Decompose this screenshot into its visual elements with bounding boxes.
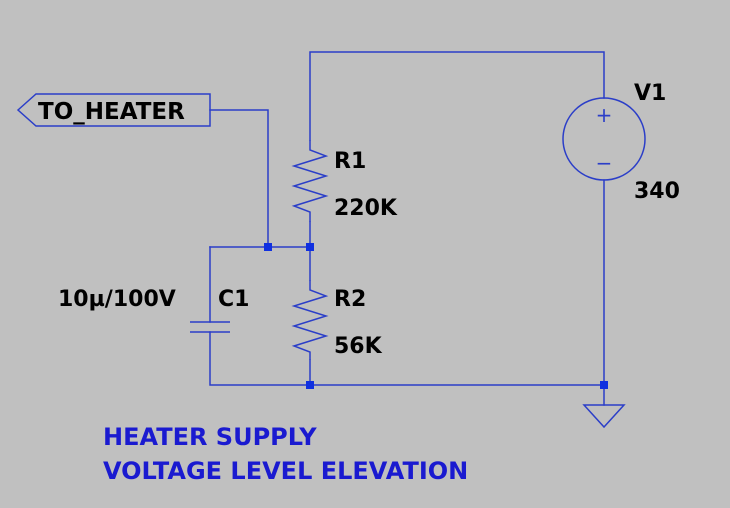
node-ground — [600, 381, 608, 389]
r1-ref: R1 — [334, 149, 366, 174]
node-netlabel — [264, 243, 272, 251]
wires — [209, 51, 605, 406]
net-label-text: TO_HEATER — [38, 99, 185, 125]
resistor-r2: R2 56K — [291, 280, 383, 360]
node-r2-bottom — [306, 381, 314, 389]
junction-nodes — [264, 243, 608, 389]
plus-symbol: + — [596, 103, 613, 127]
wire-netlabel — [209, 109, 269, 248]
net-label-to-heater: TO_HEATER — [16, 93, 211, 127]
note-line-2: VOLTAGE LEVEL ELEVATION — [103, 457, 468, 485]
voltage-source-v1: + − V1 340 — [562, 81, 680, 204]
r1-value: 220K — [334, 196, 398, 221]
capacitor-c1: C1 10µ/100V — [58, 287, 249, 333]
c1-value: 10µ/100V — [58, 287, 176, 312]
c1-ref: C1 — [218, 287, 249, 312]
node-r1-r2 — [306, 243, 314, 251]
r2-ref: R2 — [334, 287, 366, 312]
v1-value: 340 — [634, 179, 680, 204]
minus-symbol: − — [596, 151, 613, 175]
ground-symbol — [582, 404, 626, 429]
v1-ref: V1 — [634, 81, 666, 106]
r2-value: 56K — [334, 334, 383, 359]
wire-top — [309, 51, 605, 141]
wire-bottom — [209, 331, 605, 386]
resistor-r1: R1 220K — [291, 140, 398, 222]
note-line-1: HEATER SUPPLY — [103, 423, 317, 451]
